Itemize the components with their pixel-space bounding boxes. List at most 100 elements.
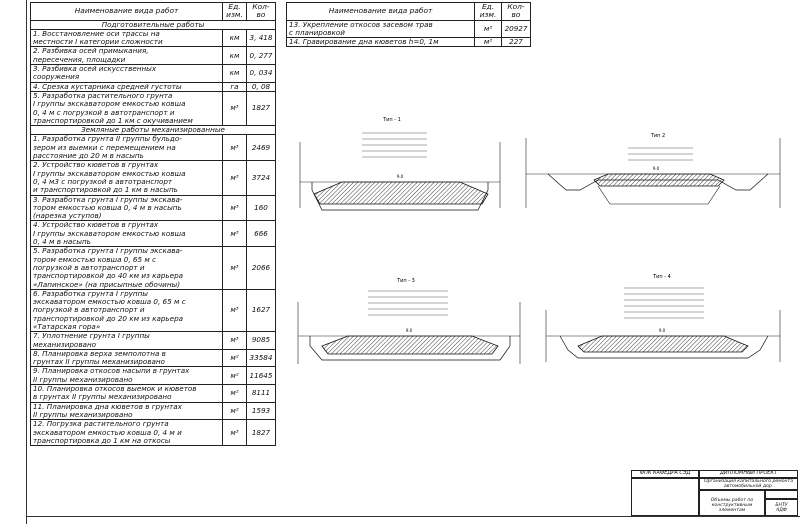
work-qty: 11645 <box>245 366 277 386</box>
embankment <box>577 335 749 353</box>
work-name: 14. Гравирование дна кюветов h=0, 1м <box>285 37 476 48</box>
table-row: 9. Планировка откосов насыпи в грунтах I… <box>29 366 277 386</box>
work-qty: 0, 034 <box>245 64 277 83</box>
work-unit: м² <box>474 19 502 39</box>
table-row: 2. Устройство кюветов в грунтах I группы… <box>29 160 277 196</box>
table-row: 5. Разработка грунта I группы экскава- т… <box>29 246 277 290</box>
frame-bottom-line <box>26 516 800 517</box>
header-qty: Кол-во <box>501 2 531 21</box>
work-unit: км <box>222 46 247 66</box>
title-project: ДИПЛОМНЫЙ ПРОЕКТ <box>699 470 798 478</box>
work-name: 2. Устройство кюветов в грунтах I группы… <box>29 160 224 196</box>
work-unit: м³ <box>222 194 247 222</box>
embankment <box>321 335 499 355</box>
work-unit: м² <box>222 384 247 403</box>
work-name: 3. Разбивка осей искусственных сооружени… <box>29 64 224 83</box>
frame-left-line <box>26 0 27 524</box>
drawing-title: Тип - 3 <box>396 278 415 284</box>
works-table-left: Наименование вида работ Ед. изм. Кол-во … <box>29 2 277 447</box>
drawing-title: Тип - 1 <box>382 117 401 123</box>
work-unit: м³ <box>222 288 247 333</box>
drawing-title: Тип 2 <box>650 133 665 139</box>
work-qty: 1593 <box>245 401 277 421</box>
work-name: 8. Планировка верха земполотна в грунтах… <box>29 348 224 368</box>
work-unit: м³ <box>222 246 247 290</box>
title-org: ФПК КАФЕДРА СЭД <box>631 470 699 478</box>
title-sheet-name: Объемы работ по конструктивным элементам <box>699 490 765 516</box>
work-unit: м² <box>222 401 247 421</box>
work-unit: м³ <box>222 134 247 162</box>
work-name: 4. Устройство кюветов в грунтах I группы… <box>29 220 224 248</box>
work-unit: км <box>222 64 247 83</box>
title-sheet-info <box>765 490 798 499</box>
center-label: 9.0 <box>397 174 404 179</box>
table-row: 7. Уплотнение грунта I группы механизиро… <box>29 331 277 350</box>
table-row: 5. Разработка растительного грунта I гру… <box>29 90 277 127</box>
table-row: 13. Укрепление откосов засевом трав с пл… <box>285 19 531 39</box>
work-name: 1. Разработка грунта II группы бульдо- з… <box>29 134 224 162</box>
work-unit: м² <box>474 37 502 48</box>
table-row: 8. Планировка верха земполотна в грунтах… <box>29 348 277 368</box>
work-unit: м³ <box>222 90 247 127</box>
header-unit: Ед. изм. <box>222 2 247 21</box>
work-name: 6. Разработка грунта I группы экскаватор… <box>29 288 224 333</box>
work-unit: м³ <box>222 331 247 350</box>
work-name: 5. Разработка растительного грунта I гру… <box>29 90 224 127</box>
work-unit: м² <box>222 366 247 386</box>
work-qty: 20927 <box>501 19 531 39</box>
table-header-row: Наименование вида работ Ед. изм. Кол-во <box>285 2 531 21</box>
header-qty: Кол-во <box>245 2 277 21</box>
table-row: 12. Погрузка растительного грунта экскав… <box>29 419 277 447</box>
header-name: Наименование вида работ <box>285 2 476 21</box>
cross-section-type-4: Тип - 4 9.0 <box>545 274 781 362</box>
table-header-row: Наименование вида работ Ед. изм. Кол-во <box>29 2 277 21</box>
section-title: Земляные работы механизированные <box>30 125 276 136</box>
work-name: 9. Планировка откосов насыпи в грунтах I… <box>29 366 224 386</box>
work-qty: 33584 <box>245 348 277 368</box>
work-qty: 2469 <box>245 134 277 162</box>
work-unit: км <box>222 28 247 48</box>
work-unit: м³ <box>222 220 247 248</box>
work-qty: 0, 08 <box>245 81 277 92</box>
subgrade <box>597 185 721 205</box>
work-name: 11. Планировка дна кюветов в грунтах II … <box>29 401 224 421</box>
header-name: Наименование вида работ <box>29 2 224 21</box>
section-title: Подготовительные работы <box>30 19 276 30</box>
section-title-row: Подготовительные работы <box>30 19 276 30</box>
work-qty: 0, 277 <box>245 46 277 66</box>
ditch-profile <box>547 173 769 191</box>
work-qty: 8111 <box>245 384 277 403</box>
work-name: 13. Укрепление откосов засевом трав с пл… <box>285 19 476 39</box>
work-name: 12. Погрузка растительного грунта экскав… <box>29 419 224 447</box>
work-qty: 3, 418 <box>245 28 277 48</box>
drawing-title: Тип - 4 <box>652 274 671 280</box>
work-name: 4. Срезка кустарника средней густоты <box>29 81 224 92</box>
section-title-row: Земляные работы механизированные <box>30 125 276 136</box>
work-name: 10. Планировка откосов выемок и кюветов … <box>29 384 224 403</box>
table-row: 10. Планировка откосов выемок и кюветов … <box>29 384 277 403</box>
cross-section-type-1: Тип - 1 9.0 <box>299 117 501 211</box>
work-qty: 2066 <box>245 246 277 290</box>
cross-section-type-2: Тип 2 9.0 <box>525 133 781 208</box>
title-subtitle: Организация капитального ремонта автомоб… <box>699 478 798 490</box>
table-row: 3. Разбивка осей искусственных сооружени… <box>29 64 277 83</box>
work-unit: м² <box>222 348 247 368</box>
work-unit: м³ <box>222 160 247 196</box>
work-name: 2. Разбивка осей примыкания, пересечения… <box>29 46 224 66</box>
table-row: 4. Устройство кюветов в грунтах I группы… <box>29 220 277 248</box>
layer-legend <box>624 287 704 319</box>
center-label: 9.0 <box>406 328 413 333</box>
title-block: ФПК КАФЕДРА СЭД ДИПЛОМНЫЙ ПРОЕКТ Организ… <box>631 470 798 516</box>
table-row: 3. Разработка грунта I группы экскава- т… <box>29 194 277 222</box>
center-label: 9.0 <box>653 166 660 171</box>
embankment <box>313 181 489 205</box>
cross-section-type-3: Тип - 3 9.0 <box>297 278 521 364</box>
work-name: 5. Разработка грунта I группы экскава- т… <box>29 246 224 290</box>
header-unit: Ед. изм. <box>474 2 502 21</box>
title-org2: БНТУ АДФ <box>765 499 798 516</box>
subgrade <box>311 182 489 211</box>
work-qty: 1827 <box>245 419 277 447</box>
